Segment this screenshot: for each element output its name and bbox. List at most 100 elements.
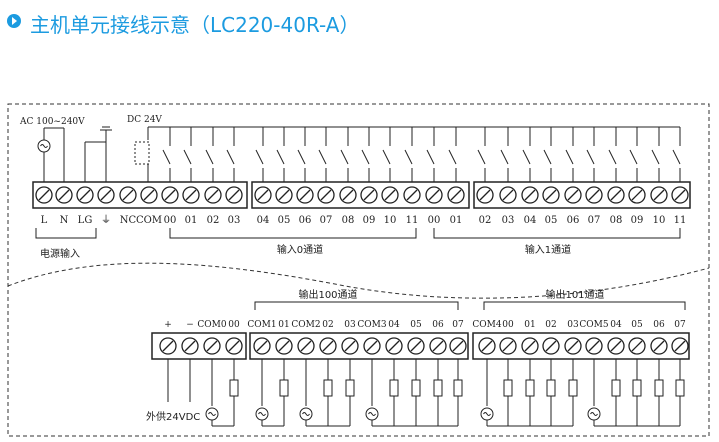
input-switch (629, 149, 638, 165)
load-resistor (433, 379, 443, 397)
input1-terminal-label: 03 (502, 215, 515, 226)
input-switch (672, 149, 681, 165)
screw-slot (162, 340, 174, 352)
screw-slot (363, 189, 375, 201)
screw-slot (567, 189, 579, 201)
output101-terminal-label: 03 (567, 320, 579, 330)
output100-terminal-label: COM0 (197, 320, 226, 330)
ac-label: AC 100~240V (19, 117, 85, 127)
output100-terminal-label: 03 (344, 320, 356, 330)
input1-bracket (433, 228, 681, 239)
output101-terminal-label: 06 (653, 320, 665, 330)
input1-terminal-label: 07 (588, 215, 601, 226)
load-resistor (654, 379, 664, 397)
screw-slot (143, 189, 155, 201)
input1-terminal-label: 00 (428, 215, 441, 226)
screw-slot (388, 340, 400, 352)
power-bracket (35, 228, 97, 239)
output100-terminal-label: COM2 (291, 320, 320, 330)
input-switch (361, 149, 370, 165)
section-divider (7, 262, 710, 299)
screw-slot (502, 340, 514, 352)
screw-slot (406, 189, 418, 201)
input-switch (477, 149, 486, 165)
screw-slot (610, 189, 622, 201)
screw-slot (631, 189, 643, 201)
power-terminal-label: LG (78, 215, 93, 226)
input-switch (448, 149, 457, 165)
input0-terminal-label: 11 (406, 215, 419, 226)
screw-slot (79, 189, 91, 201)
output100-terminal-label: COM3 (357, 320, 386, 330)
input1-terminal-label: 06 (567, 215, 580, 226)
input0-terminal-label: 01 (185, 215, 198, 226)
screw-slot (122, 189, 134, 201)
output101-terminal-label: 05 (631, 320, 643, 330)
screw-slot (184, 340, 196, 352)
screw-slot (228, 340, 240, 352)
input0-bracket (169, 228, 417, 239)
input-switch (543, 149, 552, 165)
dc-label: DC 24V (127, 115, 162, 125)
input1-terminal-label: 02 (479, 215, 492, 226)
output101-terminal-label: 07 (674, 320, 686, 330)
input1-terminal-label: 01 (450, 215, 463, 226)
screw-slot (300, 340, 312, 352)
sine-icon (302, 412, 310, 416)
output101-bracket (483, 301, 686, 310)
input1-terminal-label: 08 (610, 215, 623, 226)
screw-slot (228, 189, 240, 201)
page-title: 主机单元接线示意（LC220-40R-A） (30, 13, 360, 37)
screw-slot (410, 340, 422, 352)
input1-terminal-label: 10 (653, 215, 666, 226)
input-switch (276, 149, 285, 165)
input-switch (255, 149, 264, 165)
screw-slot (206, 340, 218, 352)
input0-terminal-label: 04 (257, 215, 270, 226)
power-terminal-label: L (41, 215, 48, 226)
dc-supply (134, 141, 150, 165)
screw-slot (653, 340, 665, 352)
load-resistor (389, 379, 399, 397)
screw-slot (257, 189, 269, 201)
input-switch (297, 149, 306, 165)
screw-slot (567, 340, 579, 352)
header: 主机单元接线示意（LC220-40R-A） (0, 0, 719, 40)
screw-slot (479, 189, 491, 201)
screw-slot (164, 189, 176, 201)
input1-terminal-label: 04 (524, 215, 537, 226)
input-switch (565, 149, 574, 165)
screw-slot (481, 340, 493, 352)
screw-slot (610, 340, 622, 352)
output101-terminal-label: 04 (610, 320, 622, 330)
screw-slot (545, 189, 557, 201)
screw-slot (100, 189, 112, 201)
power-terminal-label: NC (120, 215, 137, 226)
input-switch (500, 149, 509, 165)
input0-terminal-label: 03 (228, 215, 241, 226)
output100-terminal-label: 07 (452, 320, 464, 330)
screw-slot (524, 189, 536, 201)
input1-terminal-label: 11 (674, 215, 687, 226)
screw-slot (588, 340, 600, 352)
screw-slot (452, 340, 464, 352)
output100-terminal-label: + (164, 320, 172, 330)
input0-terminal-label: 10 (384, 215, 397, 226)
input-switch (183, 149, 192, 165)
load-resistor (525, 379, 535, 397)
input0-terminal-label: 08 (342, 215, 355, 226)
load-resistor (453, 379, 463, 397)
load-resistor (323, 379, 333, 397)
sine-icon (208, 412, 216, 416)
screw-slot (185, 189, 197, 201)
input1-terminal-label: 09 (631, 215, 644, 226)
input0-terminal-label: 07 (320, 215, 333, 226)
wires (35, 126, 686, 427)
sine-icon (368, 412, 376, 416)
screw-slot (450, 189, 462, 201)
input1-terminal-label: 05 (545, 215, 558, 226)
input-switch (586, 149, 595, 165)
load-resistor (611, 379, 621, 397)
